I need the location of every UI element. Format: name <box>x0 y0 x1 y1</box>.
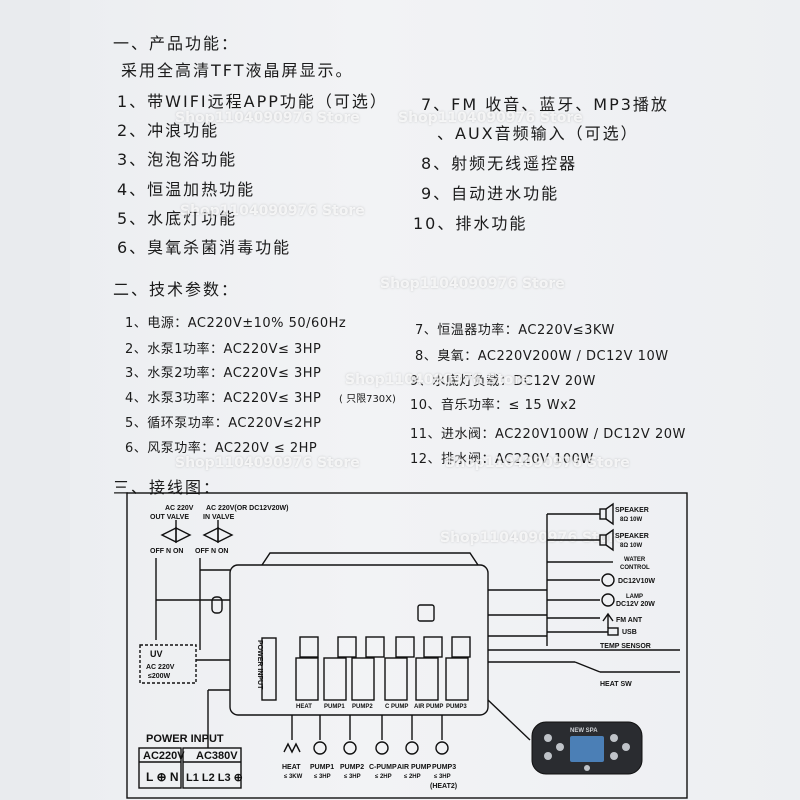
panel-label: NEW SPA <box>570 728 598 734</box>
speaker1-spec: 8Ω 10W <box>620 517 642 523</box>
ac380v-terminals: L1 L2 L3 ⊕ <box>186 772 243 784</box>
usb-label: USB <box>622 629 637 636</box>
in-valve-terminals: OFF N ON <box>195 548 228 555</box>
fm-ant-label: FM ANT <box>616 617 643 624</box>
watermark: Shop1104090976 Store <box>440 530 625 546</box>
power-input-label: POWER INPUT <box>146 733 224 745</box>
load-name: PUMP3 <box>432 764 456 771</box>
valve-head2-label: AC 220V(OR DC12V20W) <box>206 505 288 512</box>
relay-label: C PUMP <box>385 704 408 710</box>
ac380v-label: AC380V <box>196 750 238 762</box>
spec-item: 12、排水阀：AC220V 100W <box>410 452 594 467</box>
section2-title: 二、技术参数： <box>113 280 240 299</box>
uv-spec1: AC 220V <box>146 664 175 671</box>
dc12v10w-label: DC12V10W <box>618 578 655 585</box>
relay-label: AIR PUMP <box>414 704 443 710</box>
feature-item: 5、水底灯功能 <box>117 209 238 228</box>
out-valve-label: OUT VALVE <box>150 514 189 521</box>
spec-item: 11、进水阀：AC220V100W / DC12V 20W <box>410 427 686 442</box>
water-control-label2: CONTROL <box>620 565 650 571</box>
load-name: PUMP1 <box>310 764 334 771</box>
watermark: Shop1104090976 Store <box>380 276 565 292</box>
watermark: Shop1104090976 Store <box>180 203 365 219</box>
feature-item: 9、自动进水功能 <box>421 184 560 203</box>
feature-item: 8、射频无线遥控器 <box>421 154 578 173</box>
feature-item: 4、恒温加热功能 <box>117 180 256 199</box>
temp-sensor-label: TEMP SENSOR <box>600 643 651 650</box>
speaker1-label: SPEAKER <box>615 507 649 514</box>
load-spec: ≤ 3HP <box>314 774 331 780</box>
feature-item: 6、臭氧杀菌消毒功能 <box>117 238 292 257</box>
control-panel: NEW SPA <box>531 721 643 775</box>
load-extra: (HEAT2) <box>430 783 457 790</box>
relay-label: PUMP2 <box>352 704 373 710</box>
section1-intro: 采用全高清TFT液晶屏显示。 <box>121 61 354 80</box>
load-spec: ≤ 3HP <box>344 774 361 780</box>
spec-item: 2、水泵1功率：AC220V≤ 3HP <box>125 342 322 357</box>
lamp-label: LAMP <box>626 594 643 600</box>
spec-item: 6、风泵功率：AC220V ≤ 2HP <box>125 441 318 456</box>
power-input-side-label: POWER INPUT <box>256 640 263 690</box>
watermark: Shop1104090976 Store <box>345 372 530 388</box>
ac220v-label: AC220V <box>143 750 185 762</box>
load-spec: ≤ 2HP <box>375 774 392 780</box>
load-name: AIR PUMP <box>397 764 432 771</box>
uv-label: UV <box>150 649 163 659</box>
speaker2-label: SPEAKER <box>615 533 649 540</box>
load-spec: ≤ 2HP <box>404 774 421 780</box>
load-spec: ≤ 3HP <box>434 774 451 780</box>
uv-spec2: ≤200W <box>148 673 171 680</box>
relay-label: HEAT <box>296 704 312 710</box>
spec-item: 1、电源：AC220V±10% 50/60Hz <box>125 316 347 331</box>
heat-sw-label: HEAT SW <box>600 681 632 688</box>
spec-item: 7、恒温器功率：AC220V≤3KW <box>415 323 615 338</box>
load-spec: ≤ 3KW <box>284 774 303 780</box>
valve-head-label: AC 220V <box>165 505 194 512</box>
spec-item: 8、臭氧：AC220V200W / DC12V 10W <box>415 349 669 364</box>
lamp-spec: DC12V 20W <box>616 601 655 608</box>
in-valve-label: IN VALVE <box>203 514 235 521</box>
relay-label: PUMP1 <box>324 704 345 710</box>
relay-label: PUMP3 <box>446 704 467 710</box>
watermark: Shop1104090976 Store <box>398 110 583 126</box>
feature-item: 10、排水功能 <box>413 214 528 233</box>
document-page <box>70 0 800 800</box>
feature-item: 1、带WIFI远程APP功能（可选） <box>117 92 388 111</box>
load-name: HEAT <box>282 764 301 771</box>
spec-item: 4、水泵3功率：AC220V≤ 3HP <box>125 391 322 406</box>
feature-item: 、AUX音频输入（可选） <box>437 124 639 143</box>
feature-item: 2、冲浪功能 <box>117 121 220 140</box>
spec-item: 10、音乐功率：≤ 15 Wx2 <box>410 398 578 413</box>
load-name: PUMP2 <box>340 764 364 771</box>
load-name: C-PUMP <box>369 764 397 771</box>
feature-item: 7、FM 收音、蓝牙、MP3播放 <box>421 95 669 114</box>
feature-item: 3、泡泡浴功能 <box>117 150 238 169</box>
watermark: Shop1104090976 Store <box>445 455 630 471</box>
speaker2-spec: 8Ω 10W <box>620 543 642 549</box>
out-valve-terminals: OFF N ON <box>150 548 183 555</box>
spec-item: 3、水泵2功率：AC220V≤ 3HP <box>125 366 322 381</box>
watermark: Shop1104090976 Store <box>175 455 360 471</box>
spec-item: 9、水底灯负载：DC12V 20W <box>410 374 596 389</box>
water-control-label1: WATER <box>624 557 646 563</box>
ac220v-terminals: L ⊕ N <box>146 770 179 784</box>
spec-note: ( 只限730X) <box>339 394 396 405</box>
watermark: Shop1104090976 Store <box>175 110 360 126</box>
section3-title: 三、接线图： <box>113 478 222 497</box>
section1-title: 一、产品功能： <box>113 34 240 53</box>
spec-item: 5、循环泵功率：AC220V≤2HP <box>125 416 322 431</box>
